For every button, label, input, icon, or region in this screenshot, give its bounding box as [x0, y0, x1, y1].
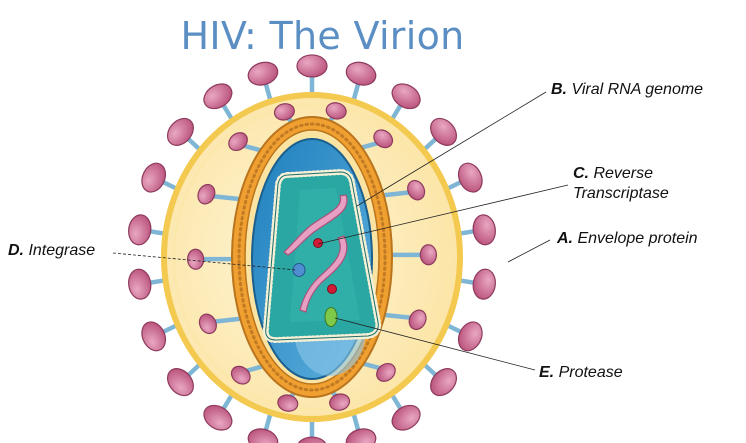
inner-spike-head — [187, 248, 205, 270]
label-e-text: Protease — [558, 364, 623, 381]
inner-spike-head — [198, 313, 217, 335]
leader-lines — [112, 91, 569, 371]
label-protease: E. Protease — [539, 363, 623, 383]
spike-head — [391, 83, 421, 110]
envelope-inner-ring — [173, 104, 451, 410]
spike-head — [203, 404, 233, 431]
spike-head — [141, 162, 167, 193]
label-c-text: Reverse — [593, 165, 654, 182]
inner-spike-stem — [382, 312, 416, 321]
spike-head — [166, 117, 194, 146]
label-c-letter: C. — [573, 165, 589, 182]
spike-head — [296, 54, 328, 78]
spike-head — [472, 214, 496, 246]
page-title: HIV: The Virion — [180, 14, 465, 58]
spike-head — [345, 61, 377, 86]
spike-head — [247, 428, 279, 443]
viral-core-edge — [265, 171, 379, 341]
spike-head — [166, 368, 194, 397]
spike-head — [472, 268, 496, 300]
label-e-letter: E. — [539, 364, 555, 381]
leader-b — [356, 91, 547, 207]
inner-spike-head — [373, 129, 394, 149]
label-c-text2: Transcriptase — [573, 185, 669, 202]
inner-spike-head — [419, 244, 437, 266]
protease-protein — [324, 307, 338, 327]
label-reverse-transcriptase: C. Reverse Transcriptase — [573, 164, 669, 204]
spike-head — [141, 321, 167, 352]
rna-strand-2 — [299, 235, 348, 313]
spike-head — [430, 368, 458, 397]
inner-spike-head — [376, 362, 396, 382]
rna-strand-1 — [283, 194, 348, 256]
inner-spike-head — [329, 393, 351, 411]
label-envelope-protein: A. Envelope protein — [557, 229, 698, 249]
spike-head — [457, 162, 483, 193]
inner-spike-stem — [208, 193, 242, 202]
label-integrase: D. Integrase — [8, 241, 95, 261]
spike-head — [247, 61, 279, 86]
label-b-letter: B. — [551, 81, 567, 98]
spike-head — [430, 117, 458, 146]
reverse-transcriptase-2 — [327, 284, 337, 294]
spike-head — [128, 268, 152, 300]
spike-head — [203, 83, 233, 110]
inner-spike-head — [277, 394, 299, 412]
leader-c — [317, 184, 569, 245]
inner-spike-head — [230, 365, 251, 385]
inner-spike-head — [197, 183, 216, 205]
label-d-text: Integrase — [28, 242, 96, 259]
inner-spike-head — [407, 179, 426, 201]
inner-spike-stem — [381, 189, 415, 198]
label-viral-rna-genome: B. Viral RNA genome — [551, 80, 703, 100]
leader-d — [112, 252, 297, 271]
label-a-letter: A. — [557, 230, 573, 247]
inner-spike-stem — [209, 316, 243, 325]
spike-head — [457, 321, 483, 352]
label-a-text: Envelope protein — [577, 230, 698, 247]
spike-head — [345, 428, 377, 443]
spike-head — [391, 404, 421, 431]
matrix-dots — [237, 122, 387, 392]
core-lighter-band — [290, 188, 360, 322]
inner-spikes — [187, 102, 437, 412]
label-b-text: Viral RNA genome — [571, 81, 704, 98]
spike-head — [128, 214, 152, 246]
label-d-letter: D. — [8, 242, 24, 259]
inner-spike-head — [228, 132, 248, 152]
spike-head — [297, 436, 327, 443]
leader-e — [334, 317, 536, 371]
inner-spike-head — [408, 309, 427, 331]
leader-a — [507, 239, 551, 263]
inner-spike-head — [273, 103, 295, 121]
inner-spike-head — [325, 102, 347, 120]
